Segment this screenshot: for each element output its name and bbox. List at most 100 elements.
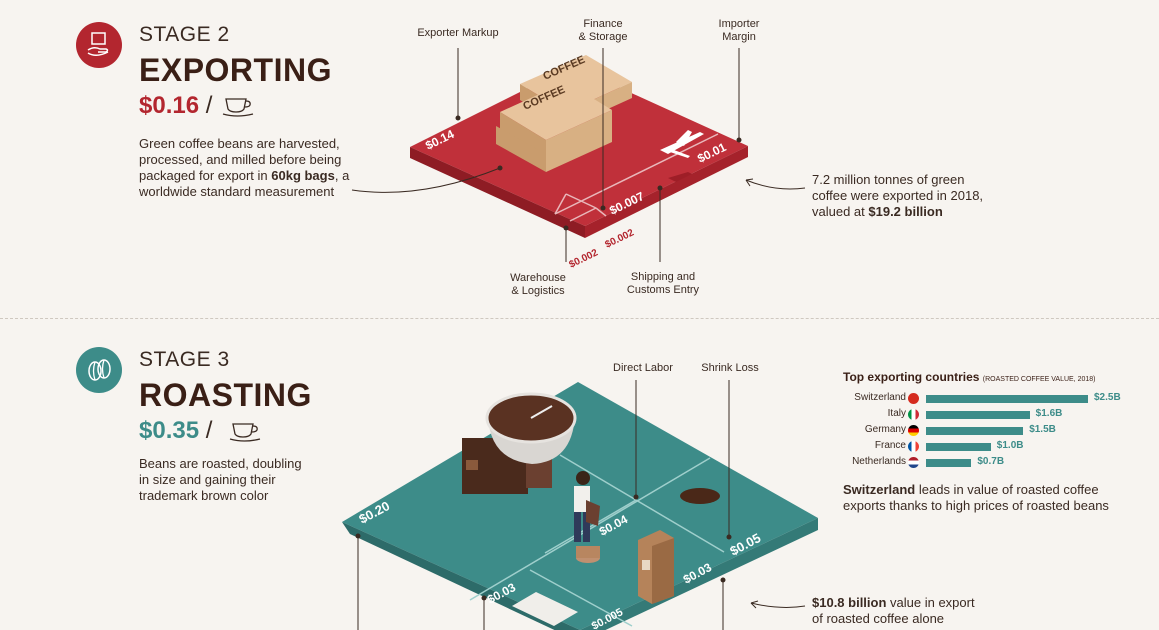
bar-value-label: $0.7B [977,456,1005,467]
board-side-right [585,146,748,238]
note-text: valued at [812,204,869,219]
bar-value-label: $1.0B [996,440,1024,451]
stage2-price: $0.16 [139,92,200,119]
callout-exporter-markup: Exporter Markup [417,27,499,39]
board-side-left [410,147,585,238]
price-slash: / [205,92,213,119]
callout-line: & Logistics [511,285,565,297]
roasting-board-illustration: $0.20 $0.04 $0.05 $0.03 $0.03 $0.005 [342,380,818,630]
bar [926,459,972,467]
stage2-export-note: 7.2 million tonnes of green coffee were … [812,172,1032,220]
note-line: valued at $19.2 billion [812,204,1032,220]
note-line: Switzerland leads in value of roasted co… [843,482,1143,498]
note-pointer-arrow [745,178,806,190]
airplane-shadow [668,172,692,182]
callout-finance-storage: Finance & Storage [563,18,643,44]
desc-line: packaged for export in 60kg bags, a [139,168,389,184]
roaster-machine [462,392,577,494]
desc-line: Beans are roasted, doubling [139,456,302,471]
callout-line: Margin [722,31,756,43]
note-line: $10.8 billion value in export [812,595,1032,611]
desc-line: processed, and milled before being [139,152,342,167]
note-line: exports thanks to high prices of roasted… [843,498,1109,513]
note-text: leads in value of roasted coffee [915,482,1099,497]
stage2-price-row: $0.16 / [139,92,212,120]
bar-category-label: France [874,440,906,451]
desc-line: worldwide standard measurement [139,184,335,199]
note-line: of roasted coffee alone [812,611,945,626]
germany-flag-icon [908,425,919,436]
note-line: 7.2 million tonnes of green [812,172,965,187]
desc-line: trademark brown color [139,488,269,503]
bar [926,395,1088,403]
note-pointer-arrow [750,600,806,609]
exporting-board-illustration: COFFEE COFFEE $0.14 $0.01 $0.007 $0.002 … [410,48,748,270]
description-pointer-arrow [351,165,503,193]
chart-subtitle: (ROASTED COFFEE VALUE, 2018) [982,376,1096,383]
callout-line: Customs Entry [626,284,700,296]
callout-warehouse-logistics: Warehouse & Logistics [498,272,578,298]
note-line: coffee were exported in 2018, [812,188,984,203]
note-text: value in export [886,595,975,610]
italy-flag-icon [908,409,919,420]
stage3-price-row: $0.35 / [139,417,212,445]
hand-package-icon [87,32,109,56]
desc-text: , a [334,168,350,183]
stage2-title: EXPORTING [139,52,332,88]
section-divider [0,318,1159,319]
stage3-price: $0.35 [139,417,200,444]
price-slash: / [205,417,213,444]
coffee-cup-icon [222,98,254,117]
stage2-label: STAGE 2 [139,23,230,46]
bar [926,443,991,451]
top-exporters-chart-title: Top exporting countries (ROASTED COFFEE … [843,370,1095,384]
stage3-description: Beans are roasted, doubling in size and … [139,456,339,504]
top-exporters-bar-chart: Switzerland $2.5B Italy $1.6B Germany $1.5B Fr… [0,392,1159,472]
bar-value-label: $2.5B [1094,392,1121,403]
stage2-icon-circle [76,22,122,68]
bar-category-label: Italy [887,408,906,419]
desc-text: packaged for export in [139,168,272,183]
desc-bold: 60kg bags [271,168,335,183]
bar-value-label: $1.5B [1029,424,1056,435]
chart-title: Top exporting countries [843,370,980,384]
bar [926,411,1030,419]
stage3-label: STAGE 3 [139,348,230,371]
coffee-bean-icon [88,359,111,381]
roasted-beans [680,488,720,504]
france-flag-icon [908,441,919,452]
board-value: $0.002 [567,247,600,270]
stage3-title: ROASTING [139,377,312,413]
packaging-box [512,592,578,626]
bar [926,427,1024,435]
callout-importer-margin: Importer Margin [699,18,779,44]
note-bold: $19.2 billion [868,204,943,219]
bar-value-label: $1.6B [1035,408,1063,419]
netherlands-flag-icon [908,457,919,468]
bar-category-label: Germany [864,424,906,435]
note-bold: $10.8 billion [812,595,887,610]
board-value: $0.002 [603,227,636,250]
stage2-description: Green coffee beans are harvested, proces… [139,136,389,200]
airplane-icon [660,130,704,158]
roasted-export-note: $10.8 billion value in export of roasted… [812,595,1032,627]
desc-line: in size and gaining their [139,472,276,487]
switzerland-flag-icon [908,393,919,404]
callout-line: Finance [583,18,623,30]
coffee-bag [496,82,612,172]
callout-shipping-customs: Shipping and Customs Entry [618,271,708,297]
coffee-cup-icon [229,423,261,442]
coffee-package [638,530,674,604]
callout-line: Warehouse [510,272,566,284]
callout-line: Shipping and [630,271,696,283]
bar-category-label: Netherlands [852,456,906,467]
callout-line: & Storage [578,31,628,43]
note-bold: Switzerland [843,482,916,497]
callout-line: Importer [718,18,760,30]
stage3-icon-circle [76,347,122,393]
callout-shrink-loss: Shrink Loss [701,362,759,374]
callout-direct-labor: Direct Labor [613,362,673,374]
worker-figure [574,471,600,563]
desc-line: Green coffee beans are harvested, [139,136,340,151]
bar-category-label: Switzerland [854,392,906,403]
